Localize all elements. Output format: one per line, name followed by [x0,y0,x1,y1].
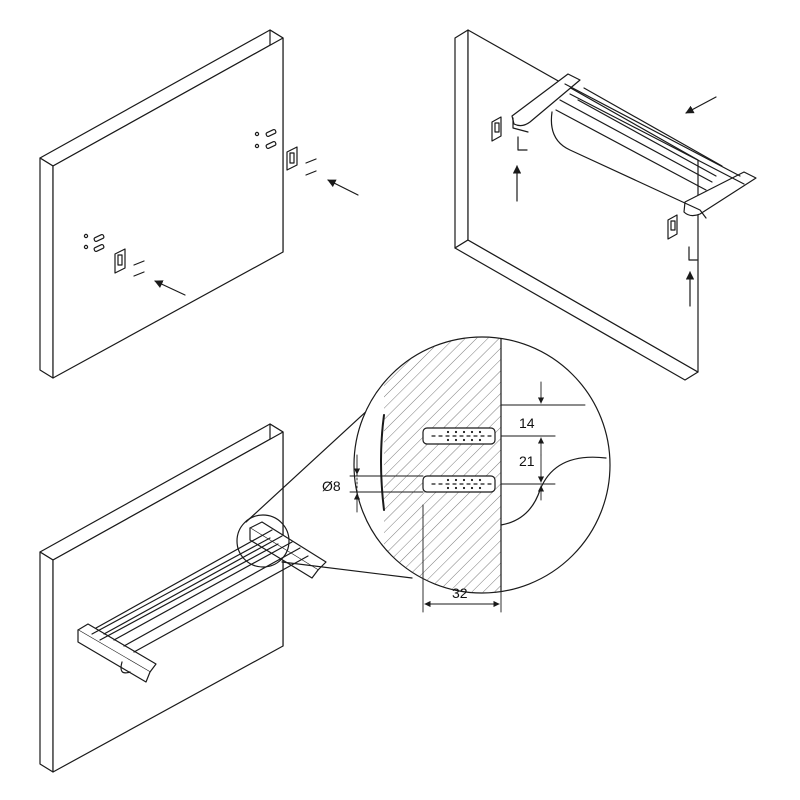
screw-icon [305,158,317,176]
dimension-lines [349,381,586,613]
plug-ribs [446,430,482,490]
arrow-icon [685,96,717,114]
mounting-bracket-icon [667,214,678,240]
step-3-mounted [39,384,413,773]
mounting-bracket-icon [114,248,126,274]
dimension-hole-diameter: Ø8 [322,478,341,494]
detail-view [349,336,611,613]
wall-section-hatch [384,337,501,593]
callout-leader-line [281,561,413,579]
drill-holes-right [254,131,260,149]
mounting-bracket-icon [491,116,502,142]
dimension-hole-depth: 32 [452,585,468,601]
dimension-spacing-top: 14 [519,415,535,431]
towel-rack-assembly [511,73,757,219]
allen-key-icon [517,136,698,261]
wall-panel [39,29,284,379]
screw-icon [133,260,145,277]
arrow-icon [327,179,359,196]
arrow-icon [154,280,186,296]
wall-plug-icon [422,427,496,493]
detail-callout-marker [236,514,290,568]
mounting-bracket-icon [286,146,298,171]
step-1-drilling [39,29,359,379]
step-2-hanging [454,29,757,381]
wall-plug-icon [93,233,105,253]
dimension-spacing-between: 21 [519,453,535,469]
drill-holes-left [83,233,89,250]
wall-panel [39,423,284,773]
wall-plug-icon [265,128,277,150]
